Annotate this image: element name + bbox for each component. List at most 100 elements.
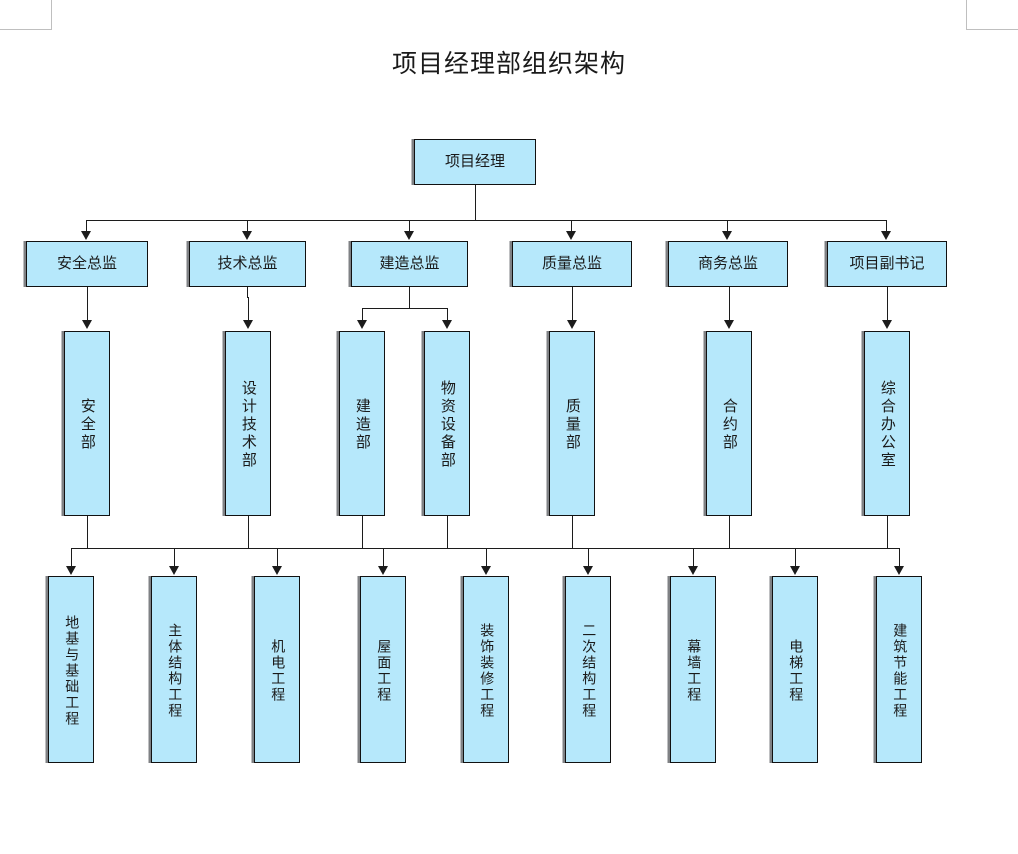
connector-drop-w1 — [71, 548, 72, 567]
node-label: 安全总监 — [56, 254, 117, 273]
node-building-energy-efficiency-works[interactable]: 建筑节能工程 — [876, 576, 922, 763]
connector-p6-to-bus — [729, 516, 730, 548]
node-general-office[interactable]: 综合办公室 — [864, 331, 910, 516]
arrowhead-w7 — [688, 566, 698, 575]
node-label: 质量总监 — [541, 254, 602, 273]
connector-drop-w3 — [277, 548, 278, 567]
node-label: 安全部 — [78, 397, 97, 452]
arrowhead-w1 — [66, 566, 76, 575]
arrowhead-d6 — [881, 231, 891, 240]
arrowhead-w3 — [272, 566, 282, 575]
node-main-structure-works[interactable]: 主体结构工程 — [151, 576, 197, 763]
arrowhead-d3 — [404, 231, 414, 240]
connector-p4-to-bus — [447, 516, 448, 548]
node-label: 幕墙工程 — [685, 638, 702, 703]
node-deputy-secretary[interactable]: 项目副书记 — [827, 241, 947, 287]
connector-d3-stem — [409, 287, 410, 308]
arrowhead-p7 — [882, 320, 892, 329]
node-construction-department[interactable]: 建造部 — [339, 331, 385, 516]
connector-drop-d2 — [247, 220, 248, 232]
connector-drop-w6 — [588, 548, 589, 567]
connector-p1-to-bus — [87, 516, 88, 548]
arrowhead-d5 — [722, 231, 732, 240]
node-label: 机电工程 — [269, 638, 286, 703]
connector-d6-p7 — [887, 287, 888, 320]
arrowhead-p1 — [82, 320, 92, 329]
arrowhead-p3 — [357, 320, 367, 329]
connector-drop-d4 — [571, 220, 572, 232]
arrowhead-w9 — [894, 566, 904, 575]
connector-drop-w2 — [174, 548, 175, 567]
corner-mark-top-left-icon — [0, 0, 52, 30]
node-label: 综合办公室 — [878, 379, 897, 470]
connector-drop-d6 — [886, 220, 887, 232]
connector-d5-p6 — [729, 287, 730, 320]
connector-d2-p2-jog — [247, 297, 248, 298]
connector-drop-w5 — [486, 548, 487, 567]
node-contract-department[interactable]: 合约部 — [706, 331, 752, 516]
node-label: 二次结构工程 — [580, 622, 597, 719]
connector-p7-to-bus — [887, 516, 888, 548]
arrowhead-w8 — [790, 566, 800, 575]
node-label: 质量部 — [563, 397, 582, 452]
connector-p3-to-bus — [362, 516, 363, 548]
page-title: 项目经理部组织架构 — [391, 49, 626, 78]
node-design-technology-department[interactable]: 设计技术部 — [225, 331, 271, 516]
arrowhead-w2 — [169, 566, 179, 575]
node-label: 装饰装修工程 — [478, 622, 495, 719]
node-foundation-works[interactable]: 地基与基础工程 — [48, 576, 94, 763]
connector-drop-w7 — [693, 548, 694, 567]
node-label: 建筑节能工程 — [891, 622, 908, 719]
node-roofing-works[interactable]: 屋面工程 — [360, 576, 406, 763]
node-decoration-works[interactable]: 装饰装修工程 — [463, 576, 509, 763]
node-commercial-director[interactable]: 商务总监 — [668, 241, 788, 287]
arrowhead-d4 — [566, 231, 576, 240]
connector-d3-split-bus — [362, 308, 447, 309]
node-mechanical-electrical-works[interactable]: 机电工程 — [254, 576, 300, 763]
arrowhead-d1 — [81, 231, 91, 240]
node-label: 电梯工程 — [787, 638, 804, 703]
node-project-manager[interactable]: 项目经理 — [414, 139, 536, 185]
arrowhead-w6 — [583, 566, 593, 575]
arrowhead-d2 — [242, 231, 252, 240]
connector-d3-p4 — [447, 308, 448, 320]
connector-d1-p1 — [87, 287, 88, 320]
node-label: 商务总监 — [697, 254, 758, 273]
connector-drop-w9 — [899, 548, 900, 567]
arrowhead-p2 — [243, 320, 253, 329]
node-label: 建造部 — [353, 397, 372, 452]
node-label: 主体结构工程 — [166, 622, 183, 719]
node-safety-director[interactable]: 安全总监 — [26, 241, 148, 287]
corner-mark-top-right-icon — [966, 0, 1018, 30]
node-materials-equipment-department[interactable]: 物资设备部 — [424, 331, 470, 516]
arrowhead-p6 — [724, 320, 734, 329]
arrowhead-p4 — [442, 320, 452, 329]
connector-drop-d5 — [727, 220, 728, 232]
connector-p5-to-bus — [572, 516, 573, 548]
connector-drop-w4 — [383, 548, 384, 567]
connector-drop-d1 — [86, 220, 87, 232]
node-construction-director[interactable]: 建造总监 — [351, 241, 468, 287]
node-secondary-structure-works[interactable]: 二次结构工程 — [565, 576, 611, 763]
arrowhead-w5 — [481, 566, 491, 575]
node-label: 设计技术部 — [239, 379, 258, 470]
node-curtain-wall-works[interactable]: 幕墙工程 — [670, 576, 716, 763]
node-technical-director[interactable]: 技术总监 — [189, 241, 306, 287]
arrowhead-w4 — [378, 566, 388, 575]
node-label: 技术总监 — [217, 254, 278, 273]
connector-d2-p2-stem — [247, 287, 248, 297]
node-quality-director[interactable]: 质量总监 — [512, 241, 632, 287]
node-label: 屋面工程 — [375, 638, 392, 703]
node-label: 合约部 — [720, 397, 739, 452]
node-label: 物资设备部 — [438, 379, 457, 470]
node-label: 项目经理 — [444, 152, 505, 171]
node-safety-department[interactable]: 安全部 — [64, 331, 110, 516]
node-label: 地基与基础工程 — [63, 614, 80, 727]
node-label: 建造总监 — [379, 254, 440, 273]
connector-pm-stem — [475, 185, 476, 220]
node-elevator-works[interactable]: 电梯工程 — [772, 576, 818, 763]
connector-d3-p3 — [362, 308, 363, 320]
connector-drop-d3 — [409, 220, 410, 232]
node-quality-department[interactable]: 质量部 — [549, 331, 595, 516]
